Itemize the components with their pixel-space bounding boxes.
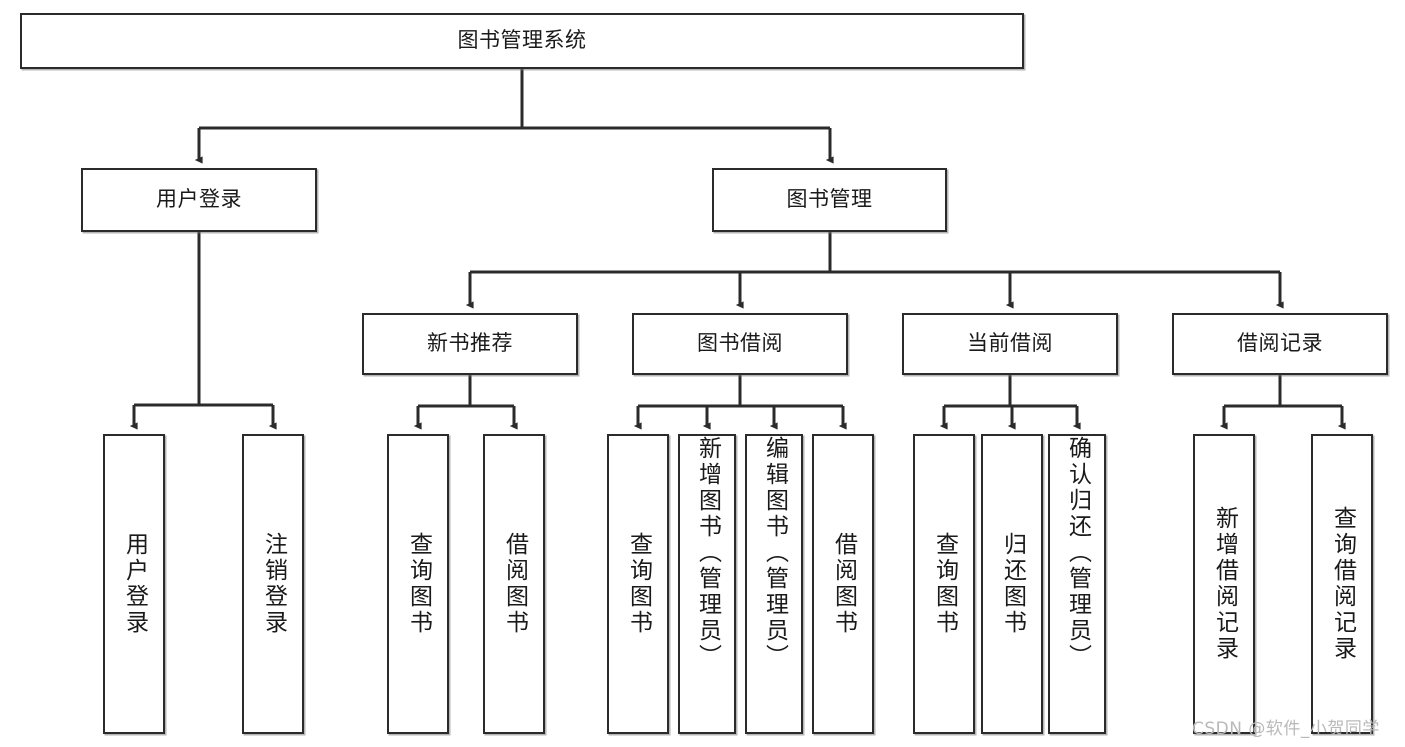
node-leaf-add-borrow-record[interactable]: 新增借阅记录 <box>1193 434 1255 734</box>
node-leaf-return-book-label: 归还图书 <box>999 532 1026 636</box>
leaf-text-wrap: 查询图书 <box>915 436 973 732</box>
node-root-label: 图书管理系统 <box>457 28 587 53</box>
node-leaf-user-login[interactable]: 用户登录 <box>103 434 165 734</box>
node-leaf-borrow-book-recommend-label: 借阅图书 <box>501 532 528 636</box>
leaf-text-wrap: 新增借阅记录 <box>1195 436 1253 732</box>
node-leaf-logout-login[interactable]: 注销登录 <box>242 434 304 734</box>
leaf-text-wrap: 注销登录 <box>244 436 302 732</box>
node-new-book-recommend[interactable]: 新书推荐 <box>362 313 578 375</box>
leaf-text-wrap: 借阅图书 <box>814 436 872 732</box>
leaf-text-wrap: 用户登录 <box>105 436 163 732</box>
node-leaf-query-book-recommend[interactable]: 查询图书 <box>387 434 449 734</box>
node-leaf-edit-book-admin-label: 编辑图书（管理员） <box>761 436 788 670</box>
node-leaf-confirm-return-admin-label: 确认归还（管理员） <box>1064 436 1091 670</box>
csdn-watermark: CSDN @软件_小贺同学 <box>1192 719 1380 739</box>
node-current-borrow-label: 当前借阅 <box>967 331 1053 356</box>
node-leaf-query-book-current[interactable]: 查询图书 <box>913 434 975 734</box>
leaf-text-wrap: 查询图书 <box>609 436 667 732</box>
node-leaf-confirm-return-admin[interactable]: 确认归还（管理员） <box>1048 434 1106 734</box>
node-leaf-query-book-borrow-label: 查询图书 <box>625 532 652 636</box>
node-leaf-query-book-current-label: 查询图书 <box>931 532 958 636</box>
node-leaf-query-borrow-record[interactable]: 查询借阅记录 <box>1311 434 1373 734</box>
node-leaf-logout-login-label: 注销登录 <box>260 532 287 636</box>
node-book-borrow[interactable]: 图书借阅 <box>632 313 848 375</box>
node-leaf-borrow-book-borrow[interactable]: 借阅图书 <box>812 434 874 734</box>
node-leaf-edit-book-admin[interactable]: 编辑图书（管理员） <box>745 434 803 734</box>
node-root[interactable]: 图书管理系统 <box>20 13 1024 69</box>
node-borrow-record[interactable]: 借阅记录 <box>1172 313 1388 375</box>
leaf-text-wrap: 借阅图书 <box>485 436 543 732</box>
node-new-book-recommend-label: 新书推荐 <box>427 331 513 356</box>
node-leaf-borrow-book-recommend[interactable]: 借阅图书 <box>483 434 545 734</box>
node-leaf-borrow-book-borrow-label: 借阅图书 <box>830 532 857 636</box>
leaf-text-wrap: 确认归还（管理员） <box>1050 436 1104 732</box>
leaf-text-wrap: 归还图书 <box>983 436 1041 732</box>
node-borrow-record-label: 借阅记录 <box>1237 331 1323 356</box>
leaf-text-wrap: 查询借阅记录 <box>1313 436 1371 732</box>
leaf-text-wrap: 编辑图书（管理员） <box>747 436 801 732</box>
leaf-text-wrap: 新增图书（管理员） <box>680 436 734 732</box>
node-user-login-label: 用户登录 <box>156 187 242 212</box>
node-leaf-return-book[interactable]: 归还图书 <box>981 434 1043 734</box>
node-leaf-add-book-admin-label: 新增图书（管理员） <box>694 436 721 670</box>
node-leaf-add-borrow-record-label: 新增借阅记录 <box>1211 506 1238 662</box>
node-leaf-query-borrow-record-label: 查询借阅记录 <box>1329 506 1356 662</box>
node-leaf-add-book-admin[interactable]: 新增图书（管理员） <box>678 434 736 734</box>
node-book-management-label: 图书管理 <box>786 187 873 212</box>
node-book-management[interactable]: 图书管理 <box>712 168 947 232</box>
node-user-login[interactable]: 用户登录 <box>81 168 317 232</box>
node-book-borrow-label: 图书借阅 <box>697 331 783 356</box>
node-leaf-user-login-label: 用户登录 <box>121 532 148 636</box>
node-current-borrow[interactable]: 当前借阅 <box>902 313 1118 375</box>
leaf-text-wrap: 查询图书 <box>389 436 447 732</box>
node-leaf-query-book-recommend-label: 查询图书 <box>405 532 432 636</box>
node-leaf-query-book-borrow[interactable]: 查询图书 <box>607 434 669 734</box>
